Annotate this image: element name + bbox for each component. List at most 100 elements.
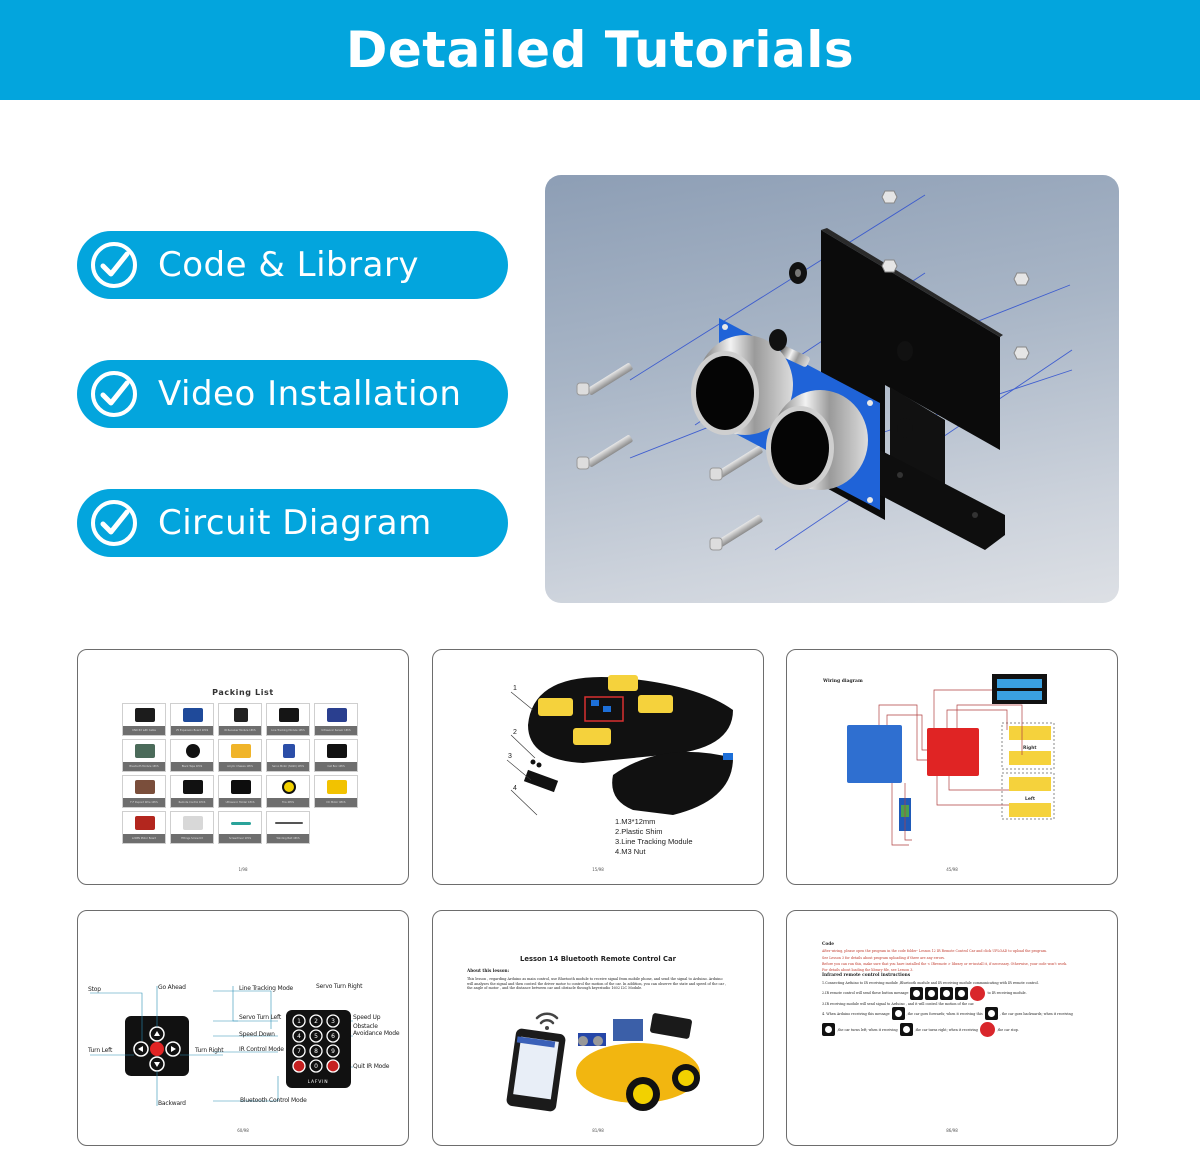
packing-item: Screwdriver 1PCS	[218, 811, 262, 844]
svg-text:8: 8	[314, 1048, 318, 1055]
wiring-label-left: Left	[1025, 796, 1036, 802]
feature-label: Code & Library	[158, 245, 420, 285]
label-obstacle: Obstacle	[353, 1023, 378, 1030]
callout-3: 3	[508, 753, 512, 760]
label-turn-left: Turn Left	[88, 1047, 113, 1054]
ir-heading: Infrared remote control instructions	[822, 973, 911, 979]
packing-item: Acrylic Chassis 1PCS	[218, 739, 262, 772]
svg-text:7: 7	[297, 1048, 301, 1055]
left-button-icon	[822, 1023, 835, 1037]
packing-item: Tire 4PCS	[266, 775, 310, 808]
tutorial-page-packing-list[interactable]: Packing List UNO R3 with Cable V5 Expans…	[77, 649, 409, 885]
lesson-title: Lesson 14 Bluetooth Remote Control Car	[520, 955, 676, 963]
packing-item: Servo Motor (SG90) 1PCS	[266, 739, 310, 772]
page-title: Detailed Tutorials	[345, 21, 855, 79]
label-servo-turn-left: Servo Turn Left	[239, 1014, 282, 1021]
ultrasonic-mount-exploded-render	[545, 175, 1119, 603]
left-button-icon	[940, 987, 954, 1001]
label-go-ahead: Go Ahead	[158, 984, 186, 991]
feature-circuit-diagram: Circuit Diagram	[77, 489, 508, 557]
label-quit-ir-mode: Quit IR Mode	[353, 1063, 390, 1070]
remote-brand: LAFVIN	[308, 1079, 329, 1085]
page-number: 15/98	[592, 867, 604, 872]
feature-video-installation: Video Installation	[77, 360, 508, 428]
feature-label: Circuit Diagram	[158, 503, 432, 543]
tutorial-page-lesson-14[interactable]: Lesson 14 Bluetooth Remote Control Car A…	[432, 910, 764, 1146]
svg-text:4: 4	[297, 1033, 301, 1040]
exploded-assembly-illustration	[576, 190, 1073, 551]
packing-item: IR Receiver Module 1PCS	[218, 703, 262, 736]
remote-control-illustration: 1 2 3 4 5 6 7 8 9 0 LAFVIN	[90, 986, 353, 1106]
label-backward: Backward	[158, 1100, 186, 1107]
code-heading: Code	[822, 942, 835, 947]
packing-item: Black Tape 1PCS	[170, 739, 214, 772]
check-circle-icon	[91, 500, 137, 546]
label-speed-down: Speed Down	[239, 1031, 275, 1038]
down-button-icon	[925, 987, 939, 1001]
packing-item: Remote Control 1PCS	[170, 775, 214, 808]
svg-text:5: 5	[314, 1033, 318, 1040]
header-banner: Detailed Tutorials	[0, 0, 1200, 100]
ok-button-icon	[970, 986, 986, 1002]
callout-1: 1	[513, 685, 517, 692]
callout-2: 2	[513, 729, 517, 736]
svg-text:9: 9	[331, 1048, 335, 1055]
up-button-icon	[891, 1007, 905, 1021]
label-avoidance-mode: Avoidance Mode	[353, 1030, 400, 1037]
packing-item: Line Tracking Module 1PCS	[266, 703, 310, 736]
svg-text:0: 0	[314, 1063, 318, 1070]
packing-list-grid: UNO R3 with Cable V5 Expansion Board 1PC…	[122, 703, 362, 844]
page-number: 45/98	[946, 867, 958, 872]
tutorial-page-wiring-diagram[interactable]: Wiring diagram Right Left 45/98	[786, 649, 1118, 885]
packing-item: V5 Expansion Board 1PCS	[170, 703, 214, 736]
page-number: 86/98	[946, 1128, 958, 1133]
bluetooth-car-illustration	[506, 1012, 700, 1112]
label-bluetooth-control: Bluetooth Control Mode	[240, 1097, 307, 1104]
up-button-icon	[910, 987, 924, 1001]
svg-text:6: 6	[331, 1033, 335, 1040]
packing-item: Bluetooth Module 1PCS	[122, 739, 166, 772]
feature-label: Video Installation	[158, 374, 462, 414]
ir-code-document: Code After wiring, please open the progr…	[822, 942, 1087, 1038]
down-button-icon	[984, 1007, 998, 1021]
svg-text:3: 3	[331, 1018, 335, 1025]
packing-item: Fittings Screw Kit	[170, 811, 214, 844]
packing-item: Winding Belt 4PCS	[266, 811, 310, 844]
check-circle-icon	[91, 371, 137, 417]
packing-item: F-F Dupont Wire 1PCS	[122, 775, 166, 808]
page-number: 1/98	[238, 867, 248, 872]
label-stop: Stop	[88, 986, 101, 993]
label-line-tracking: Line Tracking Mode	[239, 985, 294, 992]
right-button-icon	[955, 987, 969, 1001]
page-number: 81/98	[592, 1128, 604, 1133]
packing-item: Cell Box 1PCS	[314, 739, 358, 772]
parts-legend: 1.M3*12mm 2.Plastic Shim 3.Line Tracking…	[615, 817, 693, 856]
tutorial-page-ir-code[interactable]: Code After wiring, please open the progr…	[786, 910, 1118, 1146]
packing-item: Ultrasonic Holder 1PCS	[218, 775, 262, 808]
page-number: 60/98	[237, 1128, 249, 1133]
tutorial-page-chassis-assembly[interactable]: 1 2 3 4 1.M3*12mm 2.Plastic Shim 3.Line Tr…	[432, 649, 764, 885]
packing-item: DC Motor 4PCS	[314, 775, 358, 808]
packing-item: Ultrasonic Sensor 1PCS	[314, 703, 358, 736]
lesson-about-heading: About this lesson:	[467, 968, 510, 973]
callout-4: 4	[513, 785, 517, 792]
wiring-diagram-illustration: Right Left	[847, 674, 1055, 846]
wiring-label-right: Right	[1023, 745, 1037, 751]
svg-text:1: 1	[297, 1018, 301, 1025]
label-ir-control-mode: IR Control Mode	[239, 1046, 284, 1053]
feature-code-library: Code & Library	[77, 231, 508, 299]
svg-text:2: 2	[314, 1018, 318, 1025]
packing-item: UNO R3 with Cable	[122, 703, 166, 736]
lesson-body: This lesson , regarding Arduino as main …	[467, 977, 727, 991]
label-servo-turn-right: Servo Turn Right	[316, 983, 363, 990]
ok-button-icon	[979, 1022, 995, 1038]
label-speed-up: Speed Up	[353, 1014, 381, 1021]
check-circle-icon	[91, 242, 137, 288]
chassis-assembly-illustration: 1 2 3 4	[506, 675, 733, 816]
tutorial-page-remote-control[interactable]: 1 2 3 4 5 6 7 8 9 0 LAFVIN Stop Go Ahead Turn …	[77, 910, 409, 1146]
wifi-icon	[535, 1012, 559, 1025]
packing-item: L298N Motor Board	[122, 811, 166, 844]
packing-list-title: Packing List	[212, 688, 274, 697]
right-button-icon	[899, 1023, 913, 1037]
wiring-title: Wiring diagram	[823, 679, 863, 684]
